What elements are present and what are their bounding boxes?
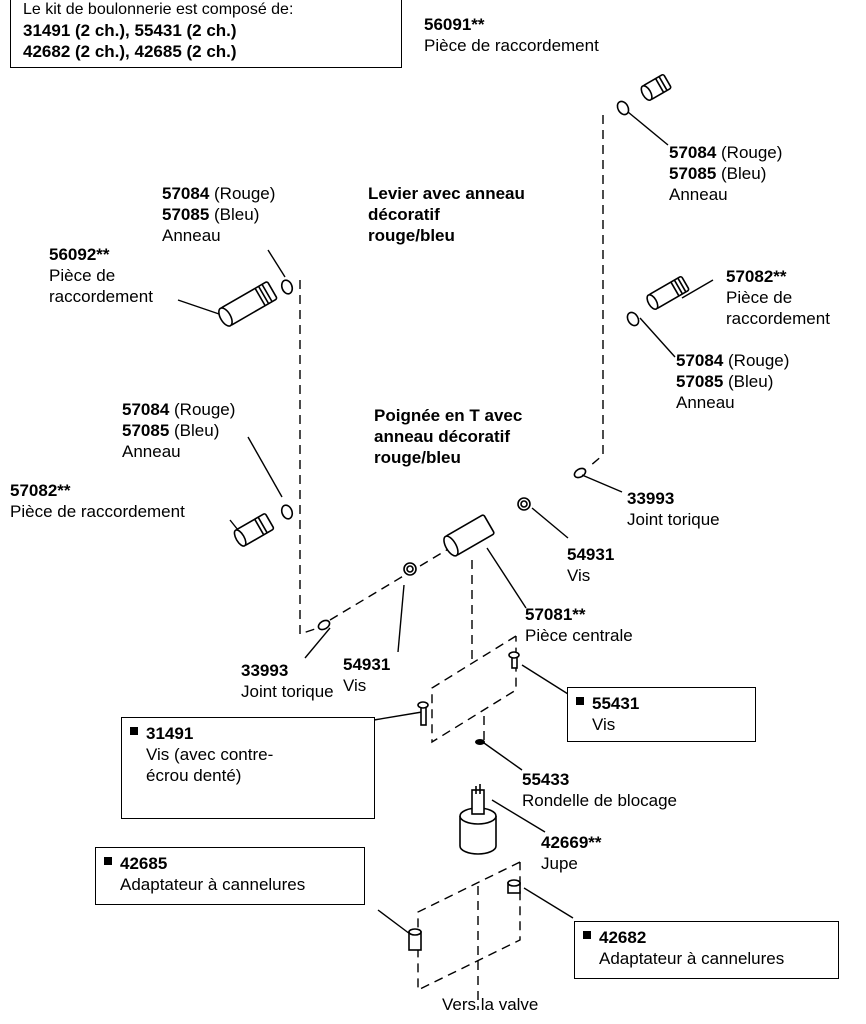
label-57082-left: 57082**Pièce de raccordement <box>10 481 185 521</box>
screw-31491 <box>417 701 429 726</box>
box-31491: 31491 Vis (avec contre- écrou denté) <box>121 717 375 819</box>
oring-left <box>317 619 331 631</box>
connector-57082-left <box>233 513 275 547</box>
ring-mid-left <box>280 504 294 520</box>
assembly-line-left <box>299 280 319 635</box>
label-to-valve: Vers la valve <box>442 995 539 1014</box>
kit-intro: Le kit de boulonnerie est composé de: <box>23 1 294 18</box>
connector-57082-right <box>646 276 690 311</box>
adapter-plane <box>417 861 521 992</box>
box-42682: 42682 Adaptateur à cannelures <box>574 921 839 979</box>
leader-lines <box>177 111 714 935</box>
assembly-line-right <box>589 115 604 467</box>
label-ring-mid-left: 57084 (Rouge) 57085 (Bleu) Anneau <box>122 400 236 461</box>
skirt-42669 <box>459 784 497 855</box>
washer-55433 <box>475 739 485 745</box>
kit-marker-icon <box>130 727 138 735</box>
screw-plane <box>431 635 517 744</box>
box-55431: 55431 Vis <box>567 687 756 742</box>
box-42685: 42685 Adaptateur à cannelures <box>95 847 365 905</box>
connector-56092 <box>218 281 278 327</box>
ring-top-right <box>616 100 630 116</box>
label-42669: 42669**Jupe <box>541 833 602 873</box>
adapter-42685 <box>408 928 422 951</box>
adapter-42682 <box>507 879 521 894</box>
label-56091: 56091**Pièce de raccordement <box>424 15 599 55</box>
ring-mid-right <box>626 311 640 327</box>
screw-55431 <box>508 651 520 669</box>
screw-54931-left <box>403 562 417 576</box>
label-ring-top-right: 57084 (Rouge) 57085 (Bleu) Anneau <box>669 143 783 204</box>
label-57081: 57081**Pièce centrale <box>525 605 633 645</box>
kit-marker-icon <box>583 931 591 939</box>
label-ring-mid-right: 57084 (Rouge) 57085 (Bleu) Anneau <box>676 351 790 412</box>
kit-line-1: 31491 (2 ch.), 55431 (2 ch.) <box>23 21 237 40</box>
kit-marker-icon <box>576 697 584 705</box>
bolt-kit-box: Le kit de boulonnerie est composé de: 31… <box>10 0 402 68</box>
center-piece-57081 <box>443 514 495 557</box>
ring-top-left <box>280 279 294 295</box>
connector-56091 <box>640 74 672 102</box>
screw-54931-right <box>517 497 531 511</box>
oring-right <box>573 467 587 479</box>
kit-marker-icon <box>104 857 112 865</box>
kit-line-2: 42682 (2 ch.), 42685 (2 ch.) <box>23 42 237 61</box>
label-ring-top-left: 57084 (Rouge) 57085 (Bleu) Anneau <box>162 184 276 245</box>
assembly-line-diag <box>329 544 456 621</box>
